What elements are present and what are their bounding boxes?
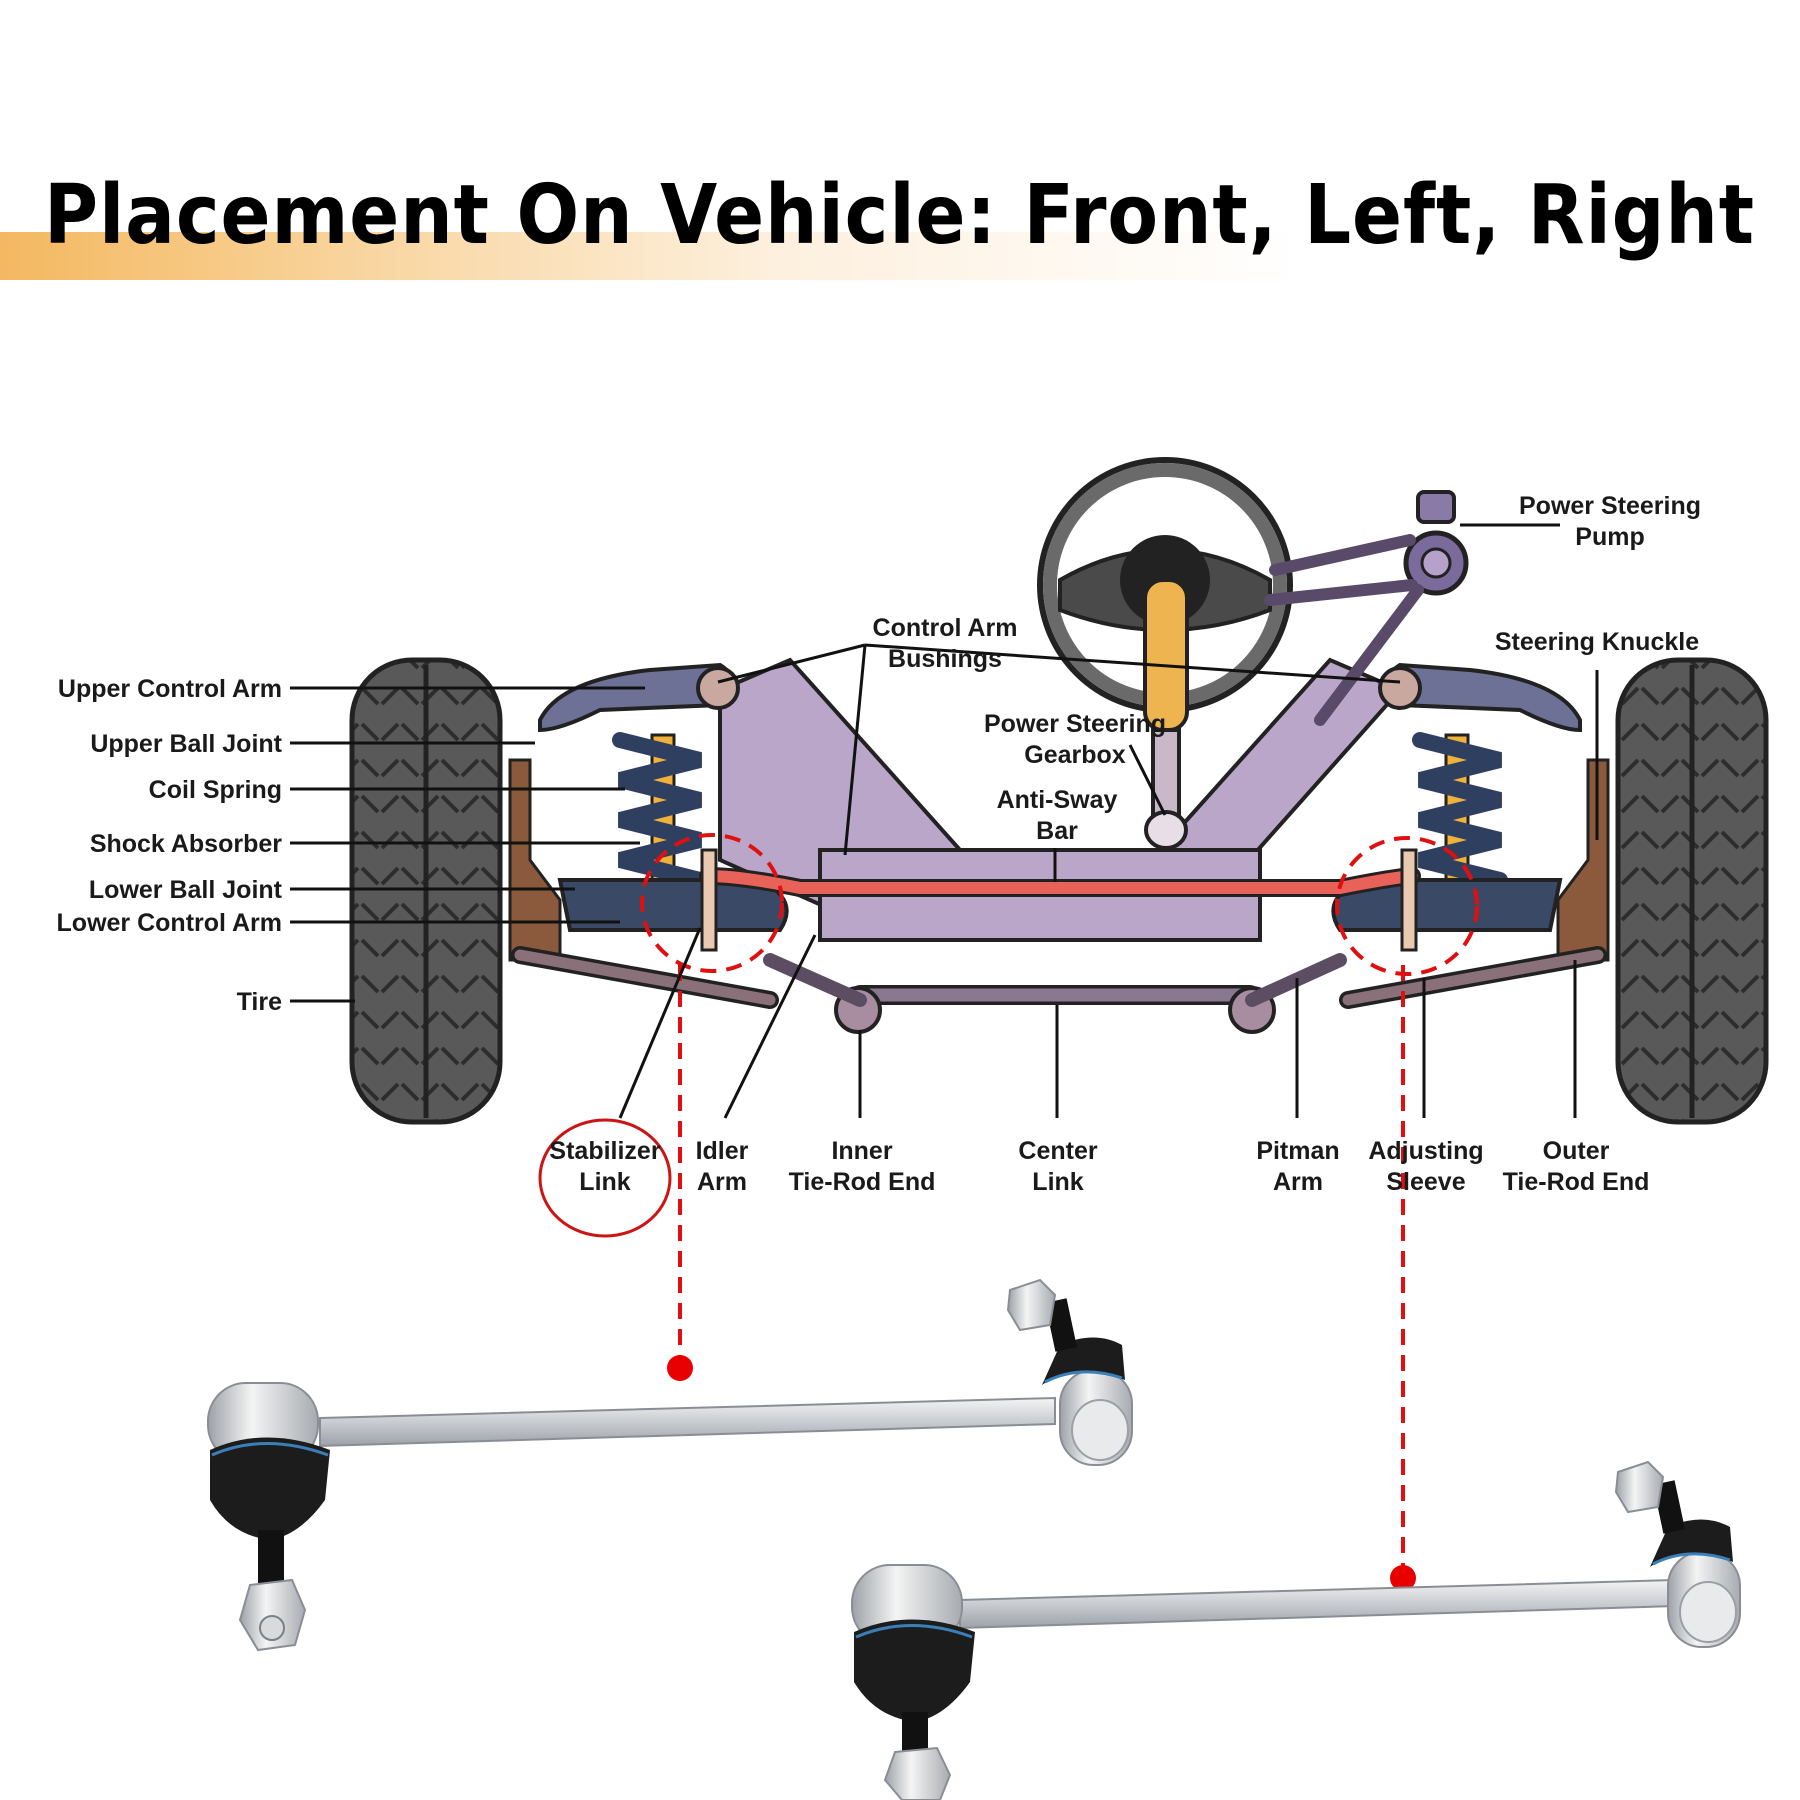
label-stabilizer-link-1: Stabilizer — [549, 1137, 660, 1165]
label-control-arm-bushings-1: Control Arm — [873, 614, 1018, 642]
label-inner-tie-rod-end-1: Inner — [831, 1137, 892, 1165]
label-lower-control-arm: Lower Control Arm — [57, 909, 282, 937]
left-tie-rod-fill — [514, 949, 776, 1006]
label-pitman-arm-2: Arm — [1273, 1168, 1323, 1196]
steering-column — [1143, 578, 1189, 850]
left-steering-knuckle — [508, 758, 562, 962]
label-steering-knuckle: Steering Knuckle — [1495, 628, 1699, 656]
right-tie-rod-fill — [1342, 949, 1604, 1006]
right-coil-spring — [1412, 732, 1508, 888]
label-idler-arm-2: Arm — [697, 1168, 747, 1196]
label-shock-absorber: Shock Absorber — [90, 830, 282, 858]
bottom-labels: Stabilizer Link Idler Arm Inner Tie-Rod … — [549, 1137, 1649, 1196]
label-power-steering-gearbox-2: Gearbox — [1024, 741, 1126, 769]
label-center-link-1: Center — [1018, 1137, 1097, 1165]
left-coil-spring — [612, 732, 708, 888]
label-anti-sway-bar-1: Anti-Sway — [997, 786, 1118, 814]
label-power-steering-pump-1: Power Steering — [1519, 492, 1701, 520]
left-stabilizer-link — [700, 848, 718, 952]
power-steering-pump — [1264, 490, 1469, 726]
stabilizer-link-callout-circle — [538, 1118, 672, 1238]
left-connector-dot — [667, 1355, 693, 1381]
right-steering-knuckle — [1556, 758, 1610, 962]
label-outer-tie-rod-end-2: Tie-Rod End — [1503, 1168, 1650, 1196]
product-stabilizer-link-1 — [207, 1278, 1133, 1652]
right-stabilizer-link — [1400, 848, 1418, 952]
idler-arm — [763, 953, 867, 1007]
title-banner — [0, 232, 1300, 280]
label-inner-tie-rod-end-2: Tie-Rod End — [789, 1168, 936, 1196]
label-stabilizer-link-2: Link — [579, 1168, 630, 1196]
label-idler-arm-1: Idler — [696, 1137, 749, 1165]
label-outer-tie-rod-end-1: Outer — [1543, 1137, 1610, 1165]
power-steering-gearbox — [1144, 810, 1188, 850]
label-power-steering-gearbox-1: Power Steering — [984, 710, 1166, 738]
right-highlight-dashed-circle — [1335, 836, 1479, 976]
label-pitman-arm-1: Pitman — [1256, 1137, 1339, 1165]
label-adjusting-sleeve-2: Sleeve — [1386, 1168, 1465, 1196]
label-tire: Tire — [237, 988, 282, 1016]
anti-sway-bar-fill — [702, 870, 1418, 894]
label-upper-control-arm: Upper Control Arm — [58, 675, 282, 703]
label-power-steering-pump-2: Pump — [1575, 523, 1644, 551]
product-stabilizer-link-2 — [851, 1460, 1741, 1800]
right-tire — [1615, 657, 1769, 1125]
label-anti-sway-bar-2: Bar — [1036, 817, 1078, 845]
left-leader-lines — [290, 523, 1599, 1119]
right-connector-dot — [1390, 1565, 1416, 1591]
right-control-arm-bushing — [1378, 666, 1422, 710]
page-title: Placement On Vehicle: Front, Left, Right — [44, 168, 1755, 263]
left-tire — [349, 657, 503, 1125]
left-highlight-dashed-circle — [640, 833, 784, 973]
label-upper-ball-joint: Upper Ball Joint — [90, 730, 282, 758]
label-adjusting-sleeve-1: Adjusting — [1368, 1137, 1483, 1165]
label-center-link-2: Link — [1032, 1168, 1083, 1196]
label-control-arm-bushings-2: Bushings — [888, 645, 1002, 673]
label-lower-ball-joint: Lower Ball Joint — [89, 876, 283, 904]
label-coil-spring: Coil Spring — [149, 776, 282, 804]
left-control-arm-bushing — [696, 666, 740, 710]
